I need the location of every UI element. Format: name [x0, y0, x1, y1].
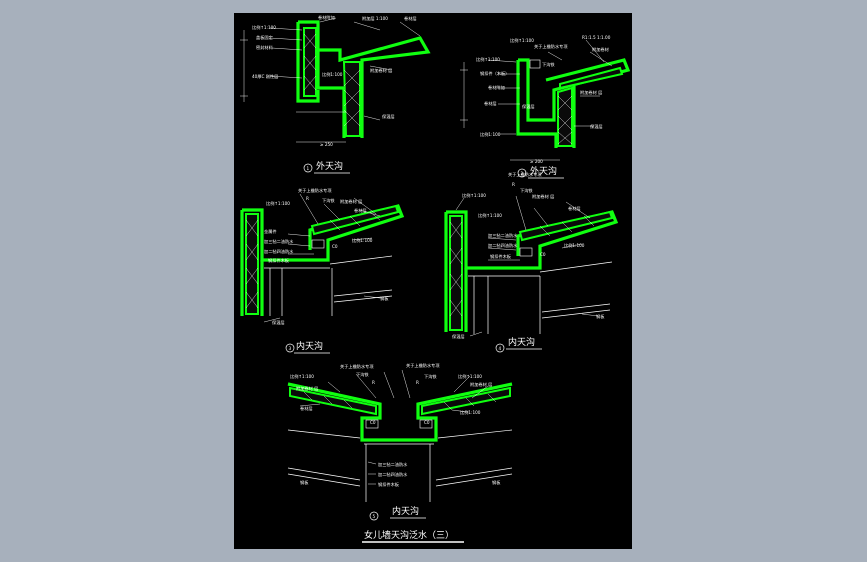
- svg-text:比例↑1:100: 比例↑1:100: [510, 37, 534, 44]
- svg-text:关于上檐防水专项: 关于上檐防水专项: [508, 171, 542, 178]
- title-block: 女儿墙天沟泛水（三）: [362, 529, 464, 543]
- svg-text:保温层: 保温层: [272, 319, 285, 326]
- svg-text:附加卷材 层: 附加卷材 层: [470, 381, 492, 388]
- svg-text:钢扣件木板: 钢扣件木板: [268, 257, 290, 264]
- svg-text:保温层: 保温层: [452, 333, 465, 340]
- svg-text:R1:1.5 1:1.00: R1:1.5 1:1.00: [582, 35, 611, 40]
- svg-text:保温层: 保温层: [382, 113, 395, 120]
- svg-text:加二毡四油防水: 加二毡四油防水: [378, 471, 408, 478]
- svg-text:加三毡二油防水: 加三毡二油防水: [264, 238, 294, 245]
- svg-text:卷材层: 卷材层: [354, 207, 367, 214]
- svg-text:下沟铁: 下沟铁: [542, 61, 555, 68]
- svg-text:加二毡四油防水: 加二毡四油防水: [488, 242, 518, 249]
- svg-text:下沟铁: 下沟铁: [356, 371, 369, 378]
- detail-5: 关于上檐防水专项 关于上檐防水专项 下沟铁 下沟铁 R R 比例↑1:100 比例↑1:…: [287, 362, 513, 521]
- svg-text:C0: C0: [540, 252, 546, 257]
- svg-text:附加卷材 层: 附加卷材 层: [340, 198, 362, 205]
- svg-text:盖板固定: 盖板固定: [256, 34, 273, 41]
- svg-text:R: R: [512, 182, 515, 187]
- svg-text:R: R: [372, 380, 375, 385]
- svg-text:钢扣件（木板）: 钢扣件（木板）: [480, 70, 509, 77]
- svg-text:R: R: [416, 380, 419, 385]
- detail-5-number: 5: [373, 514, 376, 519]
- detail-3-number: 3: [289, 346, 292, 351]
- svg-text:卷材层: 卷材层: [484, 100, 497, 107]
- detail-1-number: 1: [307, 166, 310, 171]
- detail-2-caption: 外天沟: [530, 165, 557, 177]
- svg-text:比例↑1:100: 比例↑1:100: [290, 373, 314, 380]
- svg-text:钢板: 钢板: [492, 479, 501, 486]
- svg-text:附加卷材: 附加卷材: [592, 46, 609, 53]
- detail-4-number: 4: [499, 346, 502, 351]
- sheet-title: 女儿墙天沟泛水（三）: [364, 529, 454, 541]
- svg-text:关于上檐防水专项: 关于上檐防水专项: [406, 362, 440, 369]
- svg-text:加三毡二油防水: 加三毡二油防水: [378, 461, 408, 468]
- svg-text:40厚C 刚性层: 40厚C 刚性层: [252, 73, 278, 80]
- detail-4-caption: 内天沟: [508, 336, 535, 348]
- svg-text:比例↑1:100: 比例↑1:100: [252, 24, 276, 31]
- svg-text:附加卷材 层: 附加卷材 层: [580, 89, 602, 96]
- svg-text:比例1:100: 比例1:100: [460, 409, 481, 416]
- svg-text:卷材层: 卷材层: [404, 15, 417, 22]
- detail-5-caption: 内天沟: [392, 505, 419, 517]
- svg-text:保温层: 保温层: [590, 123, 603, 130]
- detail-1: 比例↑1:100盖板固定 密封材料40厚C 刚性层 卷材附加附加层 1:100 …: [240, 14, 431, 174]
- svg-text:钢板: 钢板: [380, 295, 389, 302]
- svg-text:加三毡二油防水: 加三毡二油防水: [488, 232, 518, 239]
- svg-text:比例1:100: 比例1:100: [480, 131, 501, 138]
- svg-text:卷材层: 卷材层: [300, 405, 313, 412]
- svg-text:卷材附加: 卷材附加: [318, 14, 335, 21]
- svg-text:钢扣件木板: 钢扣件木板: [490, 253, 512, 260]
- svg-text:C0: C0: [332, 244, 338, 249]
- svg-text:比例↑1:100: 比例↑1:100: [478, 212, 502, 219]
- svg-text:附加层 1:100: 附加层 1:100: [362, 15, 388, 22]
- svg-text:保温层: 保温层: [522, 103, 535, 110]
- svg-text:比例↑1:100: 比例↑1:100: [462, 192, 486, 199]
- svg-text:下沟铁: 下沟铁: [520, 187, 533, 194]
- svg-text:≥ 250: ≥ 250: [320, 142, 333, 147]
- svg-text:钢板: 钢板: [596, 313, 605, 320]
- svg-text:密封材料: 密封材料: [256, 44, 274, 51]
- svg-text:附加卷材 层: 附加卷材 层: [370, 67, 392, 74]
- svg-text:C0: C0: [370, 420, 376, 425]
- svg-text:卷材层: 卷材层: [568, 205, 581, 212]
- svg-text:≥ 200: ≥ 200: [530, 159, 543, 164]
- detail-2-number: 2: [521, 171, 524, 176]
- detail-3-caption: 内天沟: [296, 340, 323, 352]
- svg-text:下沟铁: 下沟铁: [424, 373, 437, 380]
- svg-text:关于上檐防水专项: 关于上檐防水专项: [340, 363, 374, 370]
- svg-text:关于上檐防水专项: 关于上檐防水专项: [298, 187, 332, 194]
- svg-text:卷材附加: 卷材附加: [488, 84, 505, 91]
- svg-text:加二毡四油防水: 加二毡四油防水: [264, 248, 294, 255]
- svg-text:R: R: [306, 196, 309, 201]
- svg-text:比例↑1:100: 比例↑1:100: [476, 56, 500, 63]
- svg-text:附加卷材 层: 附加卷材 层: [296, 385, 318, 392]
- svg-text:C0: C0: [424, 420, 430, 425]
- svg-text:钢扣件木板: 钢扣件木板: [378, 481, 400, 488]
- svg-text:金属件: 金属件: [264, 228, 277, 235]
- svg-text:比例1:100: 比例1:100: [322, 71, 343, 78]
- svg-text:关于上檐防水专项: 关于上檐防水专项: [534, 43, 568, 50]
- svg-text:比例1:100: 比例1:100: [564, 242, 585, 249]
- svg-text:钢板: 钢板: [300, 479, 309, 486]
- svg-text:附加卷材 层: 附加卷材 层: [532, 193, 554, 200]
- svg-text:下沟铁: 下沟铁: [322, 197, 335, 204]
- svg-text:比例↑1:100: 比例↑1:100: [266, 200, 290, 207]
- svg-text:比例↑1:100: 比例↑1:100: [458, 373, 482, 380]
- svg-text:比例1:100: 比例1:100: [352, 237, 373, 244]
- detail-1-caption: 外天沟: [316, 160, 343, 172]
